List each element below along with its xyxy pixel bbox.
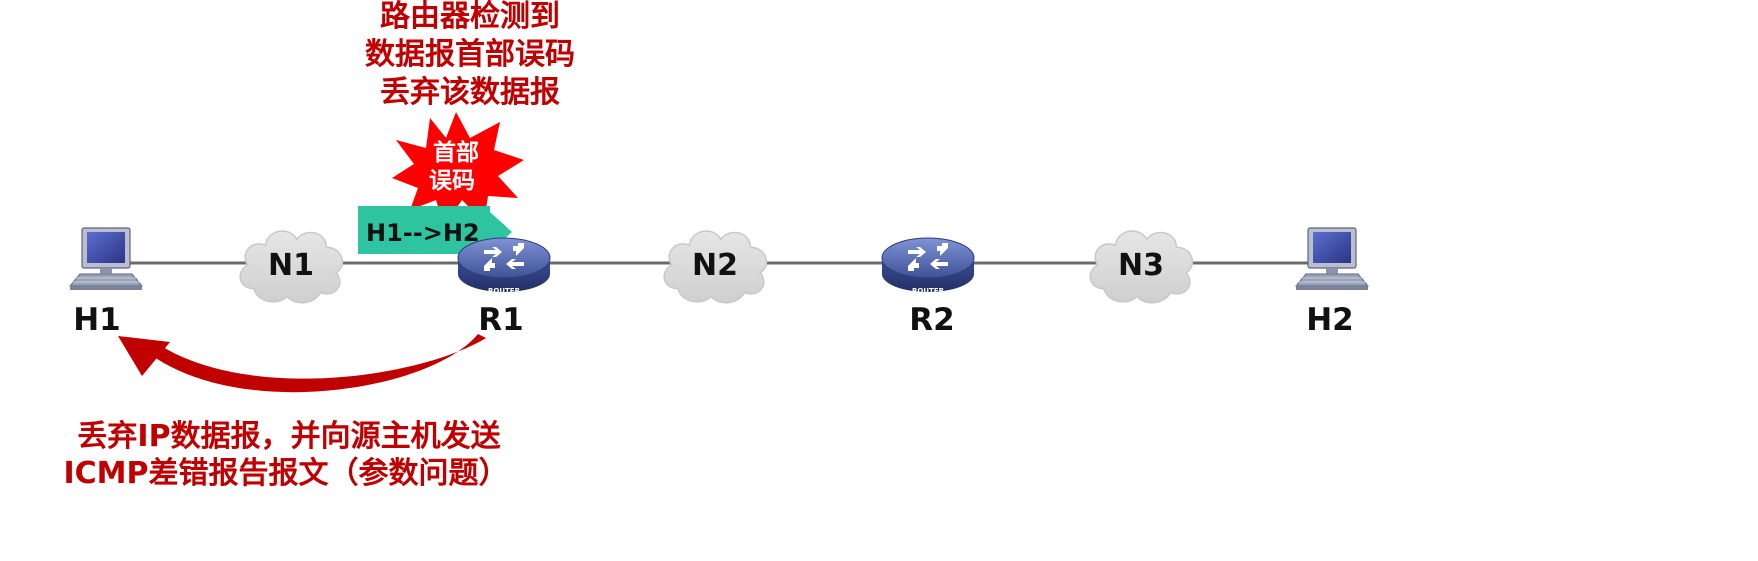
network-n1: N1 — [239, 230, 344, 304]
error-burst: 首部 误码 — [392, 112, 524, 226]
router-r1: ROUTER R1 — [457, 237, 551, 338]
icmp-return-arrow — [118, 334, 486, 393]
annotation-top: 路由器检测到 数据报首部误码 丢弃该数据报 — [365, 0, 575, 110]
packet-shape — [358, 206, 512, 254]
router-r1-label: R1 — [478, 302, 523, 338]
burst-shape — [392, 112, 524, 226]
network-n1-label: N1 — [268, 248, 314, 283]
network-n3: N3 — [1089, 230, 1194, 304]
annotation-top-line-2: 数据报首部误码 — [365, 37, 575, 72]
annotation-bottom: 丢弃IP数据报，并向源主机发送 ICMP差错报告报文（参数问题） — [63, 419, 508, 491]
annotation-bottom-line-1: 丢弃IP数据报，并向源主机发送 — [77, 419, 500, 454]
router-r2: ROUTER R2 — [881, 237, 975, 338]
computer-icon — [69, 227, 143, 291]
network-n3-label: N3 — [1118, 248, 1164, 283]
network-n2-label: N2 — [692, 248, 738, 283]
router-icon — [457, 237, 551, 293]
router-r2-badge: ROUTER — [912, 287, 945, 295]
packet-arrow: H1-->H2 — [358, 206, 512, 254]
annotation-bottom-line-2: ICMP差错报告报文（参数问题） — [63, 456, 508, 491]
burst-line-2: 误码 — [429, 168, 475, 194]
burst-line-1: 首部 — [433, 139, 479, 166]
return-arrow-body — [150, 334, 486, 393]
network-n2: N2 — [663, 230, 768, 304]
host-h1: H1 — [69, 227, 143, 338]
computer-icon — [1295, 227, 1369, 291]
return-arrow-head — [118, 336, 170, 376]
packet-label: H1-->H2 — [366, 219, 480, 247]
annotation-top-line-1: 路由器检测到 — [380, 0, 560, 34]
host-h2: H2 — [1295, 227, 1369, 338]
host-h1-label: H1 — [73, 302, 121, 338]
router-r1-badge: ROUTER — [488, 287, 521, 295]
router-icon — [881, 237, 975, 293]
annotation-top-line-3: 丢弃该数据报 — [380, 75, 560, 110]
host-h2-label: H2 — [1306, 302, 1354, 338]
router-r2-label: R2 — [909, 302, 954, 338]
